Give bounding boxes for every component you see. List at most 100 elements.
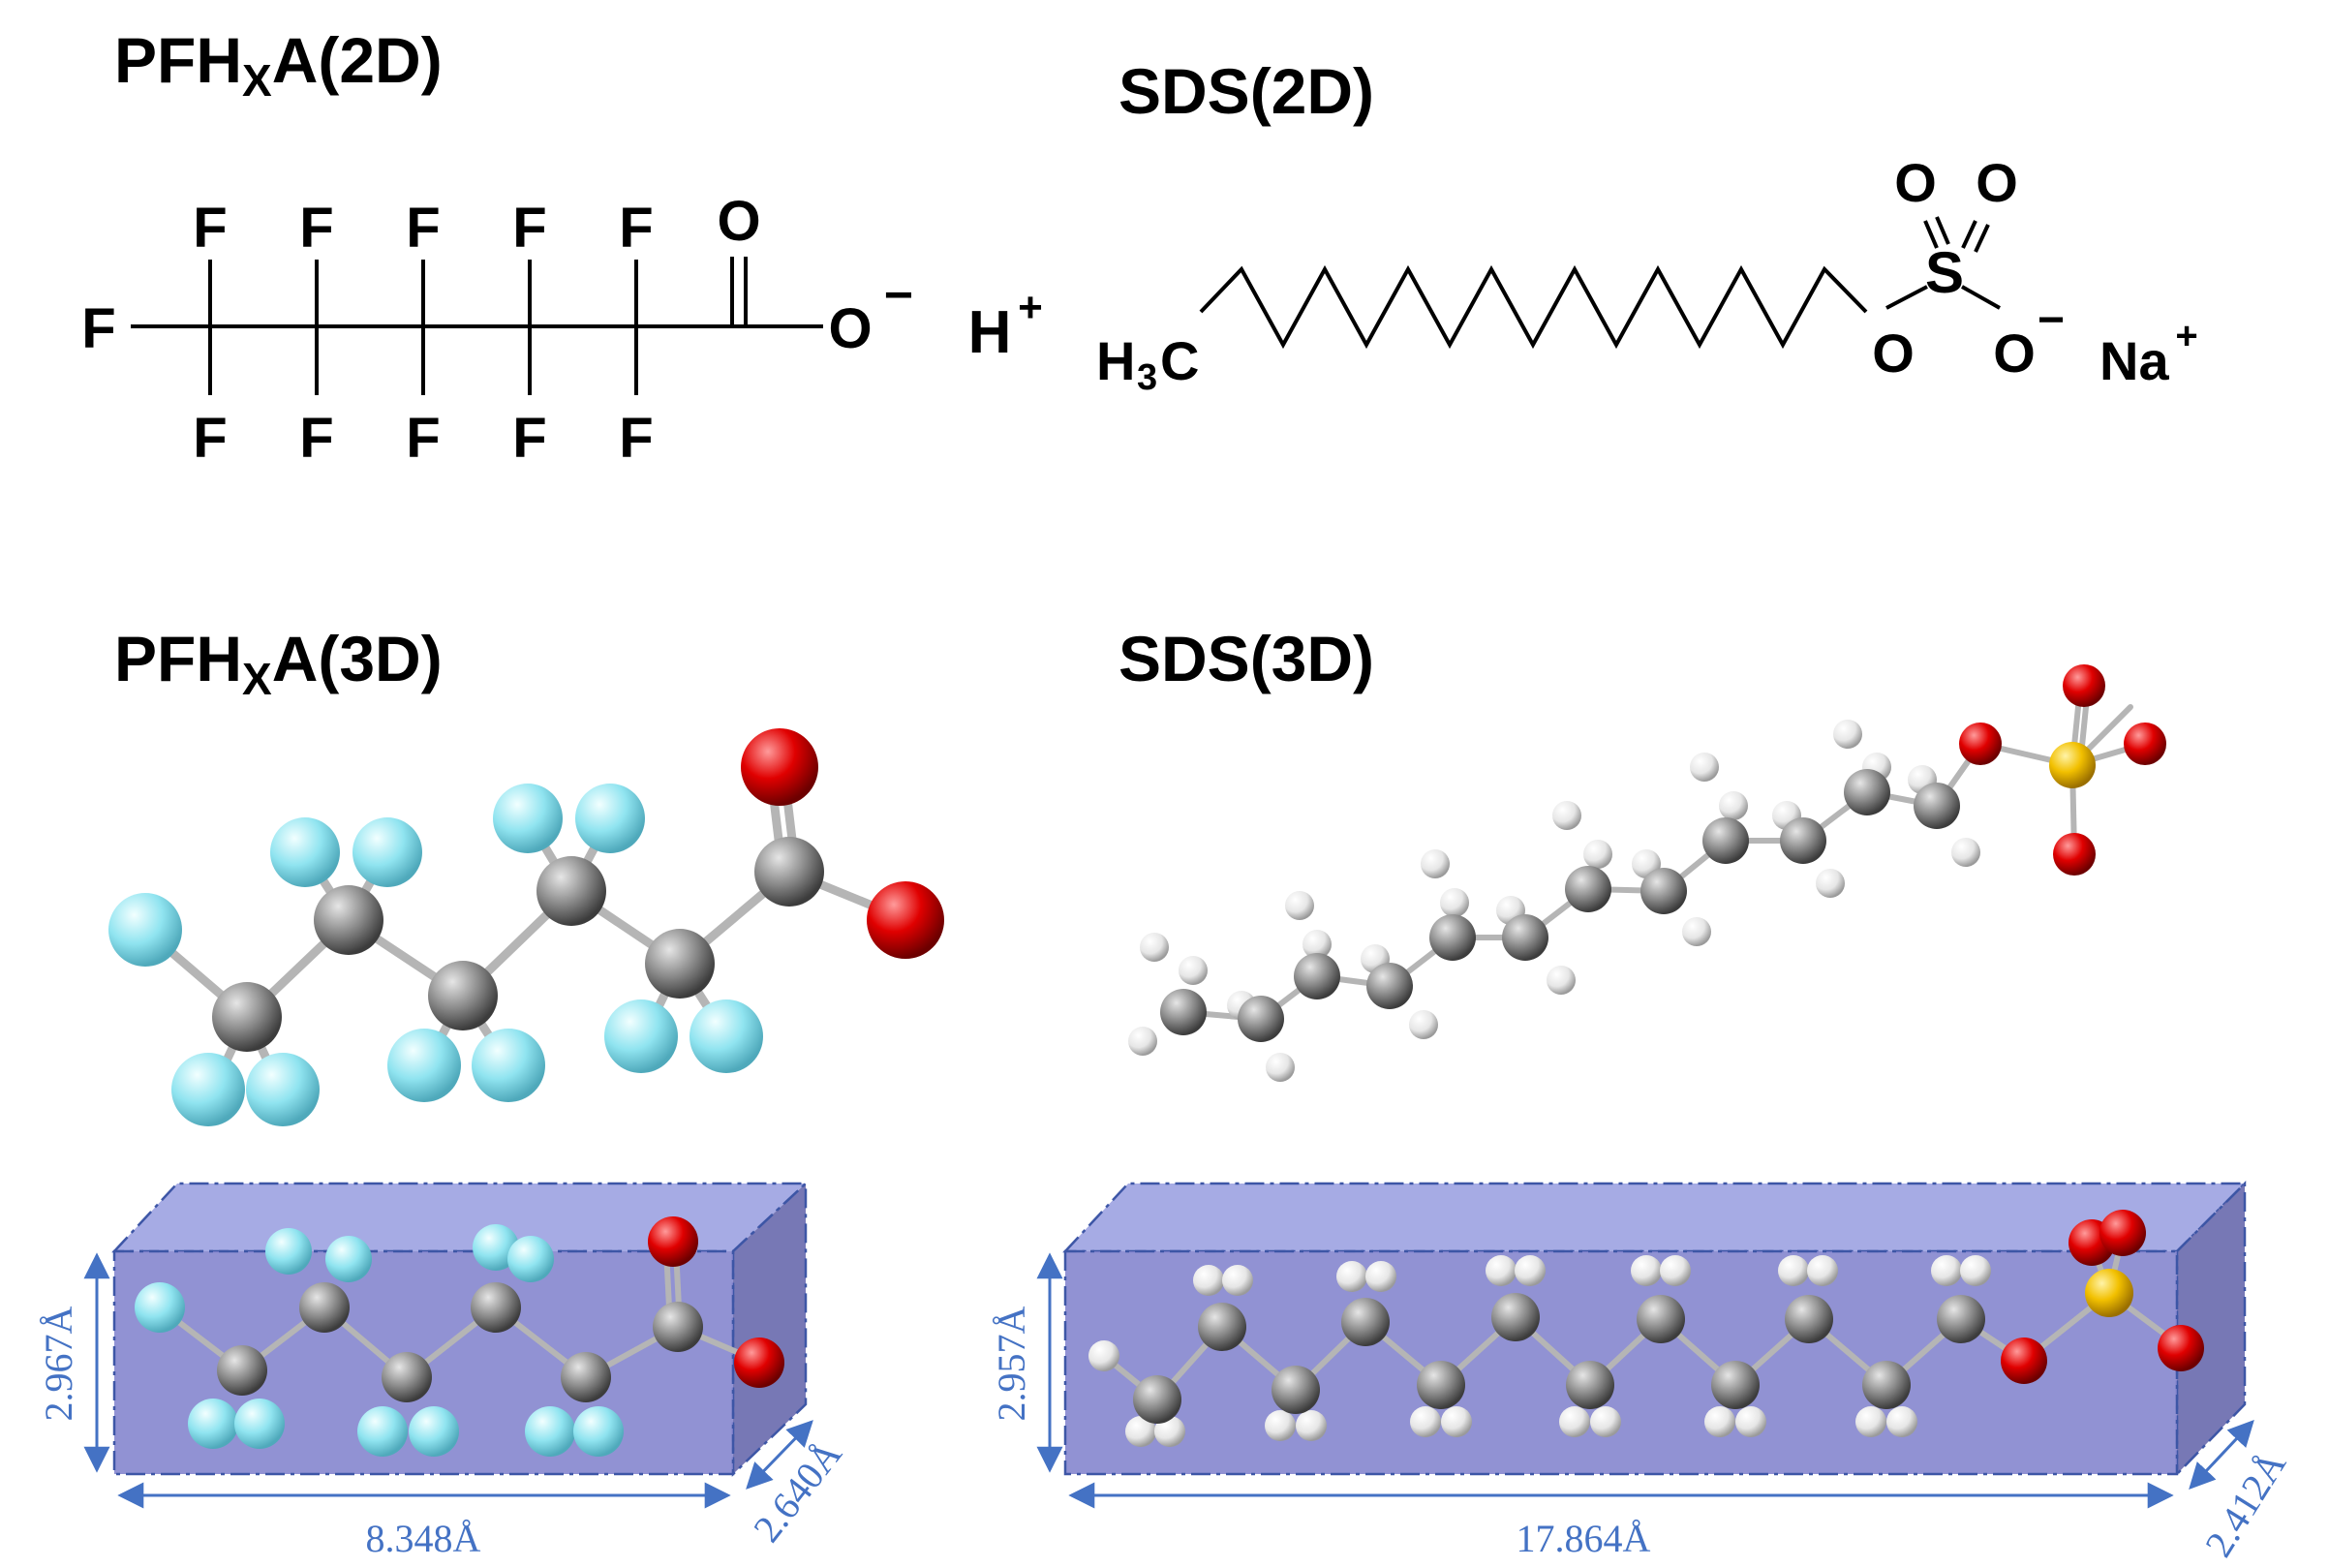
pfhxa-bounding-box: 2.967Å 8.348Å 2.640Å — [37, 1181, 850, 1560]
sds-bounding-box: 2.957Å 17.864Å 2.412Å — [990, 1180, 2294, 1564]
carbon-atom — [471, 1282, 521, 1333]
sds-2d-sulfate-bonds — [1885, 216, 2001, 310]
hydrogen-atom — [1778, 1255, 1809, 1286]
hydrogen-atom — [1154, 1416, 1185, 1447]
fluorine-atom — [325, 1236, 372, 1282]
carbon-atom — [653, 1302, 703, 1352]
sulfur-atom — [2085, 1269, 2133, 1317]
hydrogen-atom — [1833, 720, 1862, 749]
hydrogen-atom — [1336, 1261, 1367, 1292]
atom-f-label: F — [193, 197, 227, 260]
carbon-atom — [536, 856, 606, 926]
hydrogen-atom — [1265, 1410, 1296, 1441]
atom-f-label: F — [512, 197, 546, 260]
fluorine-atom — [135, 1282, 185, 1333]
sds-height-label: 2.957Å — [990, 1306, 1033, 1421]
title-sds-3d: SDS(3D) — [1119, 623, 1375, 694]
hydrogen-atom — [1583, 840, 1612, 869]
anion-o-label: O — [1993, 323, 2036, 384]
carbon-atom — [1937, 1295, 1985, 1343]
oxygen-atom — [1959, 723, 2002, 765]
sds-3d-model — [1128, 664, 2166, 1082]
atom-f-label: F — [619, 197, 653, 260]
hydrogen-atom — [1547, 966, 1576, 995]
fluorine-atom — [690, 999, 763, 1073]
methyl-subscript: 3 — [1137, 357, 1157, 398]
hydrogen-atom — [1486, 1255, 1517, 1286]
oxygen-atom — [2124, 723, 2166, 765]
carbon-atom — [299, 1282, 350, 1333]
carbon-atom — [1417, 1361, 1465, 1409]
carbon-atom — [645, 929, 715, 999]
title-pfhxa-3d: PFHXA(3D) — [114, 623, 443, 704]
carbon-atom — [1198, 1303, 1246, 1351]
carbon-atom — [1238, 996, 1284, 1042]
atom-f-label: F — [299, 407, 333, 470]
hydrogen-atom — [1816, 869, 1845, 898]
carbon-atom — [1711, 1361, 1760, 1409]
pfhxa-2d-structure: F F F F F F F F F F F O O − H + — [81, 190, 1043, 470]
carbon-atom — [1566, 1361, 1614, 1409]
hydrogen-atom — [1515, 1255, 1546, 1286]
pfhxa-depth-label: 2.640Å — [745, 1432, 850, 1550]
sds-3d-hydrogens — [1128, 720, 1980, 1082]
sds-2d-structure: H 3 C S O O O O − Na + — [1096, 152, 2198, 398]
carbon-atom — [1133, 1375, 1181, 1424]
carbon-atom — [1862, 1361, 1911, 1409]
hydrogen-atom — [1690, 753, 1719, 782]
atom-f-label: F — [512, 407, 546, 470]
carbon-atom — [1429, 914, 1476, 961]
carbon-atom — [212, 982, 282, 1052]
fluorine-atom — [188, 1399, 238, 1449]
sds-box-heavy-atoms — [1133, 1210, 2204, 1424]
pfhxa-3d-model — [108, 728, 944, 1126]
hydrogen-atom — [1631, 1255, 1662, 1286]
oxygen-atom — [734, 1337, 784, 1388]
atom-o-label: O — [1976, 152, 2018, 213]
pfhxa-height-label: 2.967Å — [37, 1306, 80, 1421]
fluorine-atom — [234, 1399, 285, 1449]
carbon-atom — [1702, 817, 1749, 864]
hydrogen-atom — [1960, 1255, 1991, 1286]
atom-f-label: F — [81, 297, 115, 360]
atom-f-label: F — [406, 407, 440, 470]
fluorine-atom — [352, 817, 422, 887]
hydrogen-atom — [1660, 1255, 1691, 1286]
carbon-atom — [1294, 953, 1340, 999]
oxygen-atom — [867, 881, 944, 959]
hydrogen-atom — [1296, 1410, 1327, 1441]
carbon-atom — [1780, 817, 1826, 864]
hydrogen-atom — [1410, 1406, 1441, 1437]
oxygen-atom — [2053, 833, 2096, 876]
oxygen-atom — [741, 728, 818, 806]
hydrogen-atom — [1409, 1010, 1438, 1039]
pfhxa-3d-atoms — [108, 728, 944, 1126]
fluorine-atom — [525, 1406, 575, 1457]
fluorine-atom — [270, 817, 340, 887]
hydrogen-atom — [1590, 1406, 1621, 1437]
oxygen-atom — [648, 1216, 698, 1267]
hydrogen-atom — [1125, 1416, 1156, 1447]
oxygen-atom — [2099, 1210, 2146, 1256]
fluorine-atom — [472, 1029, 545, 1102]
hydrogen-atom — [1951, 838, 1980, 867]
atom-o-label: O — [717, 190, 760, 253]
carbon-atom — [314, 885, 383, 955]
atom-f-label: F — [193, 407, 227, 470]
carbon-atom — [1366, 963, 1413, 1009]
atom-o-label: O — [1872, 323, 1915, 384]
hydrogen-atom — [1855, 1406, 1886, 1437]
hydrogen-atom — [1140, 933, 1169, 962]
sds-3d-heavy-atoms — [1160, 664, 2166, 1042]
title-sds-2d: SDS(2D) — [1119, 55, 1375, 127]
sds-box-hydrogens — [1088, 1255, 1991, 1447]
fluorine-atom — [171, 1053, 245, 1126]
hydrogen-atom — [1421, 849, 1450, 878]
hydrogen-atom — [1128, 1027, 1157, 1056]
fluorine-atom — [387, 1029, 461, 1102]
carbon-atom — [1272, 1366, 1320, 1414]
carbon-atom — [1341, 1298, 1390, 1346]
pfhxa-length-label: 8.348Å — [366, 1517, 481, 1560]
charge-plus: + — [2175, 315, 2197, 357]
hydrogen-atom — [1704, 1406, 1735, 1437]
